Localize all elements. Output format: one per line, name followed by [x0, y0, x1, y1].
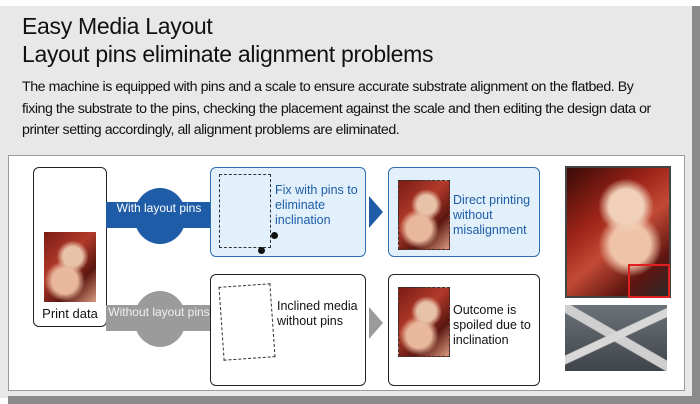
layout-pin-closeup-photo [565, 305, 667, 371]
arrow-right-icon [369, 307, 383, 339]
printed-sample-photo [565, 166, 671, 298]
panel-shadow [692, 6, 700, 404]
page-title: Easy Media Layout Layout pins eliminate … [22, 12, 433, 68]
title-line-2: Layout pins eliminate alignment problems [22, 41, 434, 67]
description-text: The machine is equipped with pins and a … [22, 79, 651, 138]
substrate-outline [219, 174, 271, 248]
fix-with-pins-box: Fix with pins to eliminate inclination [210, 167, 366, 257]
inclined-media-text: Inclined media without pins [277, 299, 358, 328]
direct-printing-text: Direct printing without misalignment [453, 193, 531, 237]
title-line-1: Easy Media Layout [22, 13, 213, 39]
diagram-frame: Print data With layout pins Without layo… [8, 155, 685, 391]
print-data-label: Print data [42, 306, 98, 321]
spoiled-outcome-text: Outcome is spoiled due to inclination [453, 303, 531, 347]
fix-with-pins-text: Fix with pins to eliminate inclination [275, 183, 358, 227]
inclined-media-box: Inclined media without pins [210, 274, 366, 386]
inclined-substrate-outline [218, 283, 276, 361]
highlight-box [628, 264, 670, 298]
print-data-thumbnail [44, 232, 96, 302]
aligned-print-thumbnail [398, 180, 450, 250]
panel-shadow [8, 396, 700, 404]
with-pins-label: With layout pins [116, 201, 202, 215]
direct-printing-box: Direct printing without misalignment [388, 167, 540, 257]
without-pins-badge [134, 291, 186, 347]
arrow-right-icon [369, 196, 383, 228]
spoiled-outcome-box: Outcome is spoiled due to inclination [388, 274, 540, 386]
pin-icon [258, 247, 265, 254]
pin-icon [271, 232, 278, 239]
misaligned-print-thumbnail [398, 287, 450, 357]
print-data-box: Print data [33, 167, 107, 327]
with-pins-badge [134, 188, 186, 244]
without-pins-label: Without layout pins [108, 305, 210, 319]
